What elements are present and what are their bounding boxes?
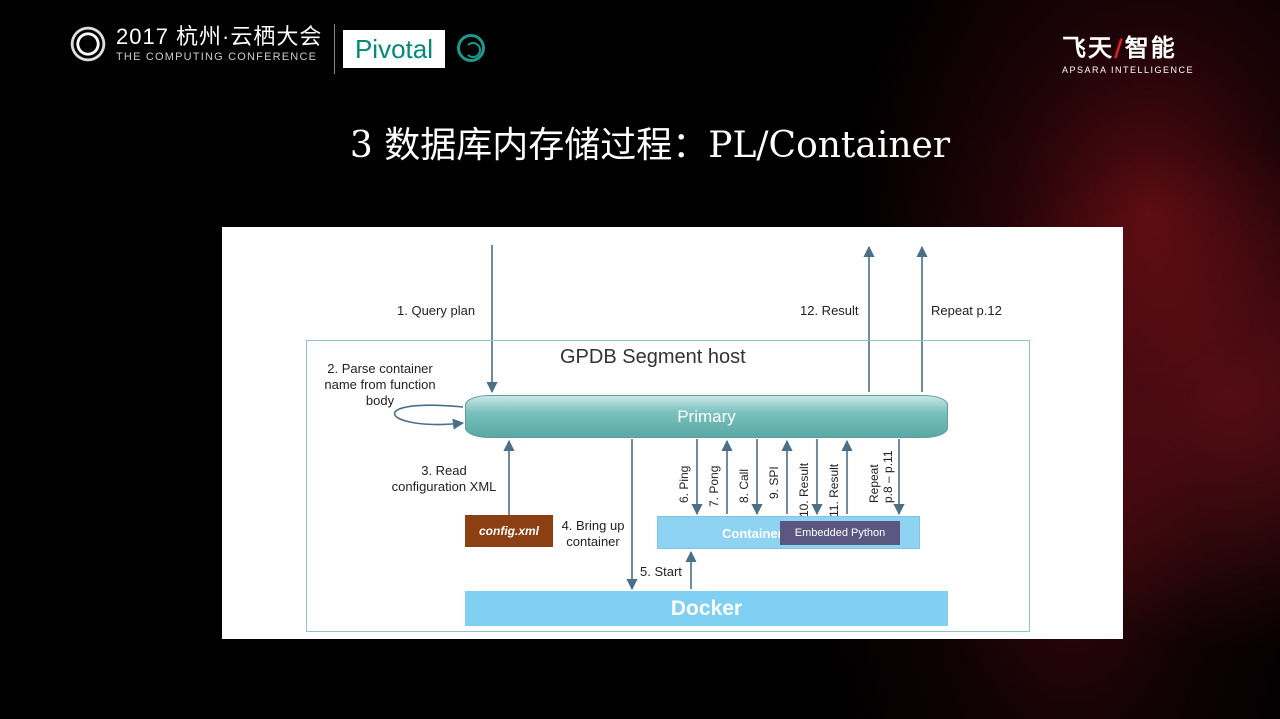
step-bring-up: 4. Bring up container (556, 518, 630, 550)
step-pong: 7. Pong (707, 465, 721, 507)
primary-node: Primary (465, 395, 948, 438)
embedded-python-box: Embedded Python (780, 521, 900, 545)
container-box: Container Embedded Python (657, 516, 920, 549)
step-repeat: Repeat (867, 464, 881, 503)
step-result-10: 10. Result (797, 462, 811, 517)
step-parse-container-line2: name from function (324, 377, 436, 392)
apsara-logo: 飞天/智能 APSARA INTELLIGENCE (1062, 28, 1194, 75)
step-ping: 6. Ping (677, 465, 691, 503)
header-divider (334, 24, 335, 74)
conference-subtitle: THE COMPUTING CONFERENCE (116, 51, 318, 63)
step-repeat-12: Repeat p.12 (931, 303, 1002, 318)
conference-logo-icon (68, 24, 108, 64)
embedded-python-label: Embedded Python (794, 527, 886, 539)
step-read-config-line2: configuration XML (391, 479, 497, 494)
step-call: 8. Call (737, 468, 751, 503)
step-repeat-range: p.8 – p.11 (881, 450, 895, 504)
apsara-title-b: 智能 (1124, 34, 1177, 62)
step-start: 5. Start (640, 564, 682, 579)
slide-title: 3 数据库内存储过程：PL/Container (349, 125, 951, 166)
pivotal-logo: Pivotal (343, 30, 445, 68)
step-read-config: 3. Read configuration XML (382, 463, 506, 495)
apsara-title-a: 飞天 (1062, 34, 1114, 62)
slash-icon: / (1114, 34, 1125, 62)
step-bring-up-line1: 4. Bring up (561, 518, 625, 533)
step-spi: 9. SPI (767, 466, 781, 499)
container-label: Container (722, 526, 783, 541)
step-result-12: 12. Result (800, 303, 859, 318)
config-xml-box: config.xml (465, 515, 553, 547)
docker-label: Docker (670, 596, 743, 620)
step-query-plan: 1. Query plan (397, 303, 476, 318)
step-parse-container-line1: 2. Parse container (327, 361, 433, 376)
segment-host-title: GPDB Segment host (560, 346, 746, 368)
docker-box: Docker (465, 591, 948, 626)
conference-title: 2017 杭州·云栖大会 (116, 24, 323, 49)
conference-logo: 2017 杭州·云栖大会 THE COMPUTING CONFERENCE (68, 24, 322, 64)
step-bring-up-line2: container (566, 534, 620, 549)
step-repeat-line1: Repeat (867, 464, 881, 503)
parse-loop-arrow (393, 404, 465, 430)
step-result-11: 11. Result (827, 463, 841, 517)
primary-label: Primary (677, 406, 736, 426)
architecture-diagram: GPDB Segment host 1. Query plan 12. Resu… (222, 227, 1123, 639)
diagram-arrows (393, 245, 928, 591)
segment-host-frame (306, 340, 1030, 632)
config-xml-label: config.xml (478, 524, 539, 538)
apsara-subtitle: APSARA INTELLIGENCE (1062, 65, 1195, 75)
step-parse-container: 2. Parse container name from function bo… (316, 361, 444, 409)
step-read-config-line1: 3. Read (421, 463, 467, 478)
pivotal-logo-text: Pivotal (354, 33, 434, 64)
step-parse-container-line3: body (365, 393, 395, 408)
pivotal-mark-icon (457, 34, 485, 62)
